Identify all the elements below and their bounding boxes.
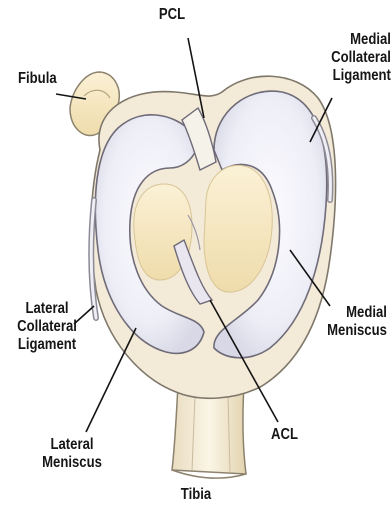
- lcl-label-line-2: Collateral: [12, 318, 83, 336]
- medial-meniscus-label: Medial Meniscus: [327, 304, 387, 340]
- lateral-meniscus-label-line-1: Lateral: [29, 436, 114, 454]
- mcl-label: Medial Collateral Ligament: [331, 31, 391, 85]
- mcl-label-line-2: Collateral: [331, 49, 391, 67]
- lcl-label-line-1: Lateral: [12, 300, 83, 318]
- mcl-label-line-3: Ligament: [331, 67, 391, 85]
- lateral-meniscus-leader: [86, 328, 136, 432]
- lateral-meniscus-label: Lateral Meniscus: [29, 436, 114, 472]
- mcl-label-line-1: Medial: [331, 31, 391, 49]
- lateral-meniscus-label-line-2: Meniscus: [29, 454, 114, 472]
- pcl-label: PCL: [159, 6, 185, 24]
- lcl-label-line-3: Ligament: [12, 336, 83, 354]
- medial-meniscus-label-line-2: Meniscus: [327, 322, 387, 340]
- tibia-label: Tibia: [173, 486, 219, 504]
- acl-label: ACL: [271, 426, 298, 444]
- lcl-label: Lateral Collateral Ligament: [12, 300, 83, 354]
- fibula-label: Fibula: [18, 70, 57, 88]
- medial-meniscus-label-line-1: Medial: [327, 304, 387, 322]
